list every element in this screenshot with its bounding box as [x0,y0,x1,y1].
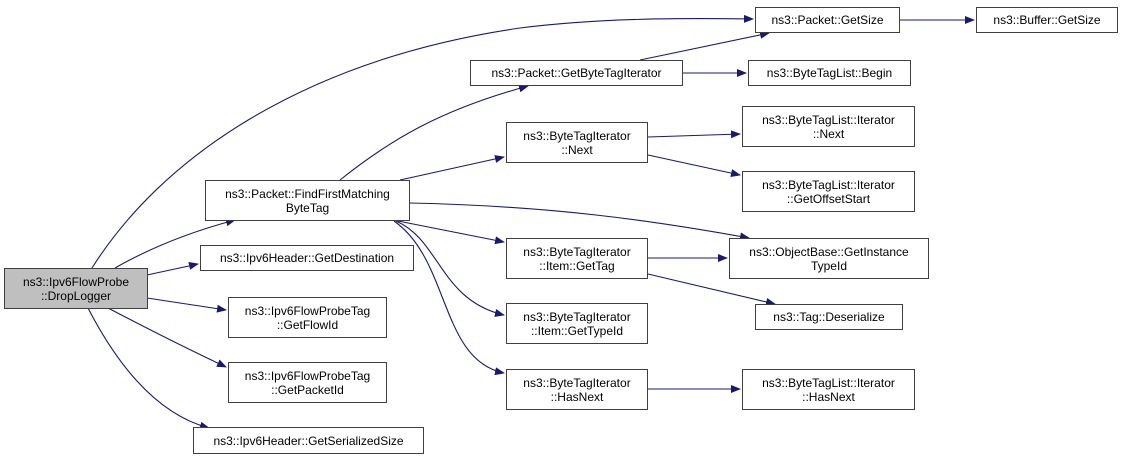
edge-findfirst-to-btihasnext [393,220,505,376]
node-drop-logger: ns3::Ipv6FlowProbe ::DropLogger [4,268,148,309]
edge-droplogger-to-getserialized [87,307,210,430]
node-byte-tag-list-begin[interactable]: ns3::ByteTagList::Begin [748,60,911,86]
node-buffer-get-size[interactable]: ns3::Buffer::GetSize [976,7,1118,33]
edge-droplogger-to-packetgetsize [91,14,754,269]
node-ipv6header-get-destination[interactable]: ns3::Ipv6Header::GetDestination [200,245,414,271]
node-byte-tag-list-iterator-get-offset-start[interactable]: ns3::ByteTagList::Iterator ::GetOffsetSt… [742,171,915,212]
node-find-first-matching-byte-tag[interactable]: ns3::Packet::FindFirstMatching ByteTag [205,180,410,221]
edge-droplogger-to-getdest [146,261,199,276]
edge-getbytetagiter-to-packetgetsize [639,30,770,61]
edge-droplogger-to-getpacketid [107,307,227,368]
edge-findfirst-to-btinext [399,155,505,181]
node-byte-tag-iterator-item-get-tag[interactable]: ns3::ByteTagIterator ::Item::GetTag [506,238,648,279]
node-packet-get-size[interactable]: ns3::Packet::GetSize [755,7,900,33]
edge-findfirst-to-itemgettypeid [395,220,505,317]
edge-btinext-to-btlinext [647,130,741,139]
edge-droplogger-to-findfirst [114,218,236,269]
node-byte-tag-list-iterator-next[interactable]: ns3::ByteTagList::Iterator ::Next [742,106,915,147]
edge-findfirst-to-instancetypeid [409,202,750,241]
edge-btinext-to-btlioffset [647,154,741,177]
node-ipv6flowprobetag-get-packet-id[interactable]: ns3::Ipv6FlowProbeTag ::GetPacketId [228,362,387,403]
node-byte-tag-iterator-next[interactable]: ns3::ByteTagIterator ::Next [506,122,648,163]
node-ipv6header-get-serialized-size[interactable]: ns3::Ipv6Header::GetSerializedSize [193,427,424,454]
node-object-base-get-instance-type-id[interactable]: ns3::ObjectBase::GetInstance TypeId [729,238,929,279]
node-byte-tag-iterator-has-next[interactable]: ns3::ByteTagIterator ::HasNext [506,369,648,410]
node-byte-tag-iterator-item-get-type-id[interactable]: ns3::ByteTagIterator ::Item::GetTypeId [506,303,648,344]
edge-droplogger-to-getflowid [146,297,227,313]
node-tag-deserialize[interactable]: ns3::Tag::Deserialize [755,304,903,330]
node-packet-get-byte-tag-iterator[interactable]: ns3::Packet::GetByteTagIterator [470,60,683,86]
node-ipv6flowprobetag-get-flow-id[interactable]: ns3::Ipv6FlowProbeTag ::GetFlowId [228,297,387,338]
edge-itemgettag-to-tagdeserialize [647,273,776,306]
edge-findfirst-to-itemgettag [397,220,505,245]
node-byte-tag-list-iterator-has-next[interactable]: ns3::ByteTagList::Iterator ::HasNext [742,369,915,410]
edge-findfirst-to-getbytetagiter [339,84,529,181]
